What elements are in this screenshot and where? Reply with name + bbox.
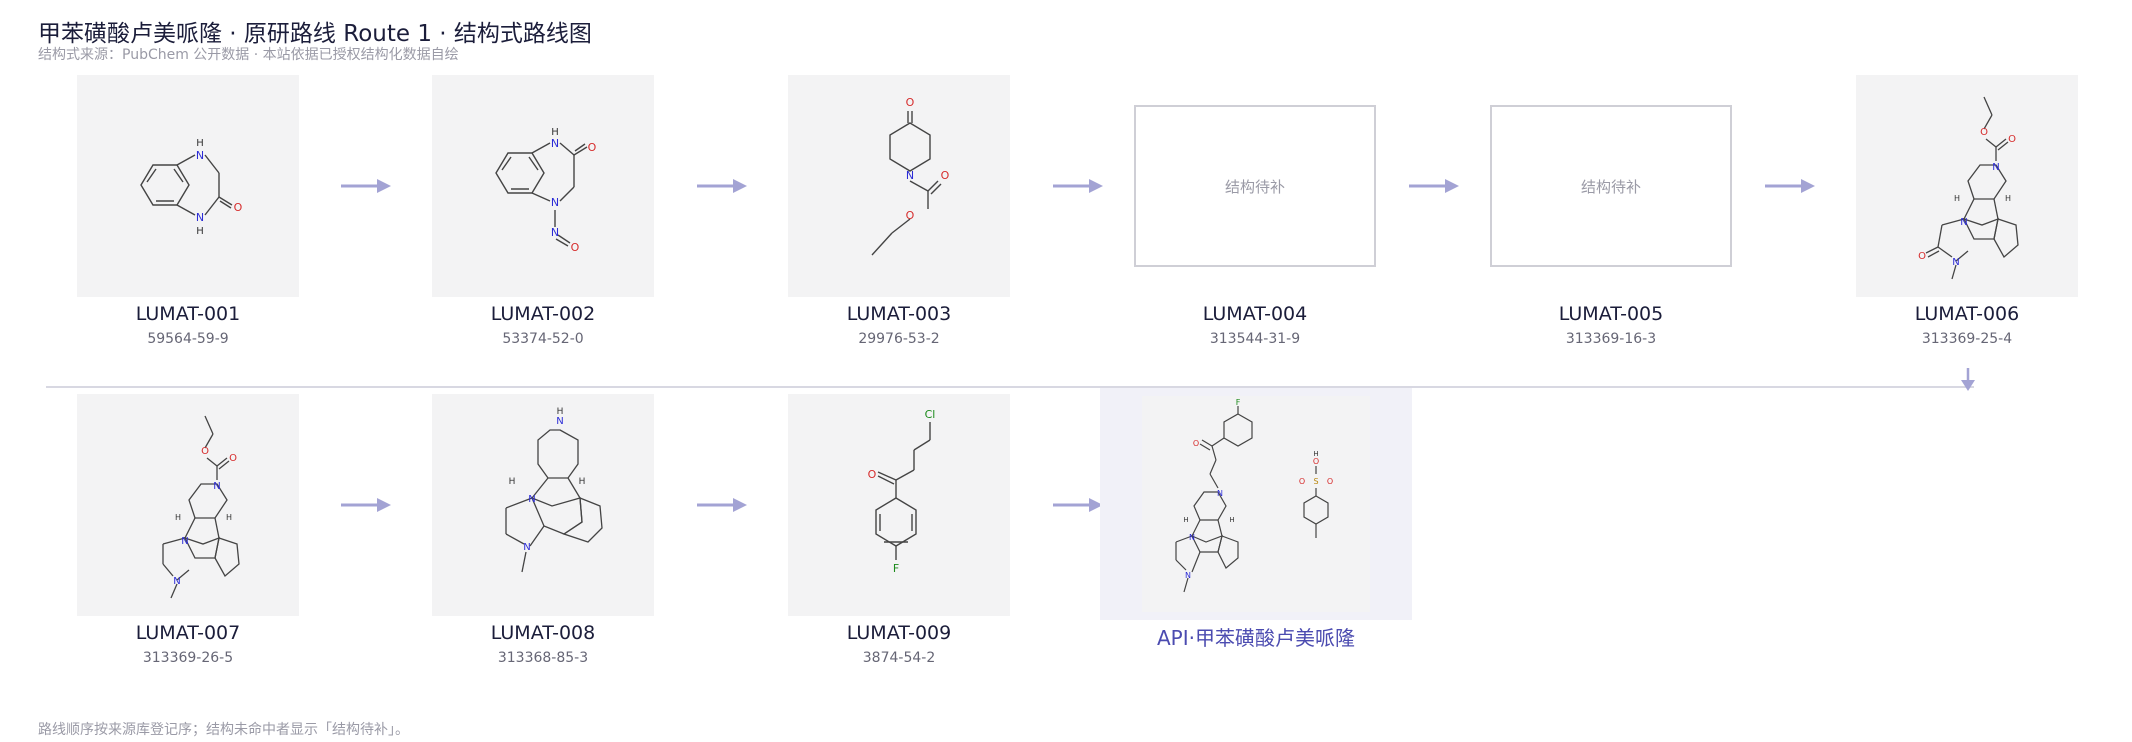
svg-text:O: O <box>1193 439 1199 448</box>
compound-code: LUMAT-006 <box>1914 303 2020 325</box>
svg-text:N: N <box>551 226 559 239</box>
svg-text:H: H <box>1313 450 1318 458</box>
svg-text:H: H <box>551 127 559 138</box>
svg-text:O: O <box>868 468 877 481</box>
svg-text:O: O <box>234 201 243 214</box>
svg-text:S: S <box>1313 477 1318 486</box>
arrow-right-icon <box>1409 178 1459 194</box>
compound-code: LUMAT-005 <box>1558 303 1664 325</box>
svg-text:N: N <box>523 542 530 553</box>
compound-code: LUMAT-008 <box>490 622 596 644</box>
svg-text:H: H <box>1183 516 1188 524</box>
compound-code: LUMAT-001 <box>135 303 241 325</box>
svg-text:N: N <box>1960 217 1967 228</box>
structure-image-2: N H N O N O <box>432 75 654 297</box>
svg-text:O: O <box>906 209 915 222</box>
svg-text:O: O <box>1313 457 1319 466</box>
structure-image-3: O N O O <box>788 75 1010 297</box>
structure-image-9: Cl O F <box>788 394 1010 616</box>
arrow-right-icon <box>1053 178 1103 194</box>
svg-text:N: N <box>1189 533 1195 542</box>
compound-code: LUMAT-007 <box>135 622 241 644</box>
svg-text:O: O <box>1327 477 1333 486</box>
svg-text:N: N <box>213 481 220 492</box>
arrow-right-icon <box>341 497 391 513</box>
svg-text:O: O <box>906 96 915 109</box>
page-subtitle: 结构式来源：PubChem 公开数据 · 本站依据已授权结构化数据自绘 <box>38 47 459 63</box>
svg-text:H: H <box>579 477 586 487</box>
svg-text:H: H <box>1954 194 1960 203</box>
arrow-right-icon <box>1053 497 1103 513</box>
cas-number: 29976-53-2 <box>858 331 940 347</box>
svg-text:O: O <box>2008 134 2016 145</box>
svg-text:N: N <box>196 149 204 162</box>
cas-number: 3874-54-2 <box>862 650 936 666</box>
compound-code: LUMAT-003 <box>846 303 952 325</box>
compound-code: LUMAT-009 <box>846 622 952 644</box>
arrow-right-icon <box>697 497 747 513</box>
cas-number: 313369-25-4 <box>1921 331 2013 347</box>
svg-text:N: N <box>1992 162 1999 173</box>
svg-text:N: N <box>1217 489 1223 498</box>
svg-text:H: H <box>175 513 181 522</box>
cas-number: 59564-59-9 <box>147 331 229 347</box>
structure-image-8: N H H H N N <box>432 394 654 616</box>
page-title: 甲苯磺酸卢美哌隆 · 原研路线 Route 1 · 结构式路线图 <box>38 21 592 47</box>
arrow-right-icon <box>697 178 747 194</box>
structure-pending-placeholder: 结构待补 <box>1490 105 1732 267</box>
svg-text:N: N <box>556 416 563 427</box>
cas-number: 313544-31-9 <box>1209 331 1301 347</box>
cas-number: 313368-85-3 <box>497 650 589 666</box>
svg-text:N: N <box>551 137 559 150</box>
structure-image-6: O O N H H N O N <box>1856 75 2078 297</box>
svg-text:O: O <box>941 169 950 182</box>
svg-text:O: O <box>1299 477 1305 486</box>
cas-number: 313369-26-5 <box>142 650 234 666</box>
api-structure-image: F O N H H N N H O S O O <box>1142 396 1370 612</box>
svg-text:N: N <box>906 169 914 182</box>
svg-text:H: H <box>2005 194 2011 203</box>
cas-number: 313369-16-3 <box>1565 331 1657 347</box>
svg-text:H: H <box>1229 516 1234 524</box>
svg-text:H: H <box>196 138 204 149</box>
svg-text:H: H <box>557 407 564 417</box>
svg-text:H: H <box>226 513 232 522</box>
svg-text:H: H <box>196 226 204 237</box>
arrow-right-icon <box>341 178 391 194</box>
svg-text:O: O <box>201 446 209 457</box>
svg-text:N: N <box>1185 571 1191 580</box>
api-label[interactable]: API·甲苯磺酸卢美哌隆 <box>1157 626 1355 650</box>
svg-text:N: N <box>528 494 535 505</box>
svg-text:O: O <box>571 241 580 254</box>
svg-text:O: O <box>1918 251 1926 262</box>
structure-pending-placeholder: 结构待补 <box>1134 105 1376 267</box>
svg-text:N: N <box>173 576 180 587</box>
svg-text:Cl: Cl <box>925 408 936 421</box>
svg-text:N: N <box>181 536 188 547</box>
compound-code: LUMAT-002 <box>490 303 596 325</box>
structure-image-1: N H N H O <box>77 75 299 297</box>
svg-text:N: N <box>1952 257 1959 268</box>
svg-text:F: F <box>893 562 899 575</box>
api-card[interactable]: F O N H H N N H O S O O <box>1100 388 1412 620</box>
svg-text:O: O <box>1980 127 1988 138</box>
svg-text:N: N <box>196 211 204 224</box>
svg-text:O: O <box>229 453 237 464</box>
cas-number: 53374-52-0 <box>502 331 584 347</box>
structure-image-7: O O N H H N N <box>77 394 299 616</box>
svg-text:O: O <box>588 141 597 154</box>
compound-code: LUMAT-004 <box>1202 303 1308 325</box>
svg-text:F: F <box>1236 398 1241 407</box>
svg-text:N: N <box>551 196 559 209</box>
svg-text:H: H <box>509 477 516 487</box>
arrow-right-icon <box>1765 178 1815 194</box>
row-divider <box>46 386 1974 388</box>
arrow-down-icon <box>1959 368 1977 392</box>
footnote: 路线顺序按来源库登记序；结构未命中者显示「结构待补」。 <box>38 722 409 738</box>
